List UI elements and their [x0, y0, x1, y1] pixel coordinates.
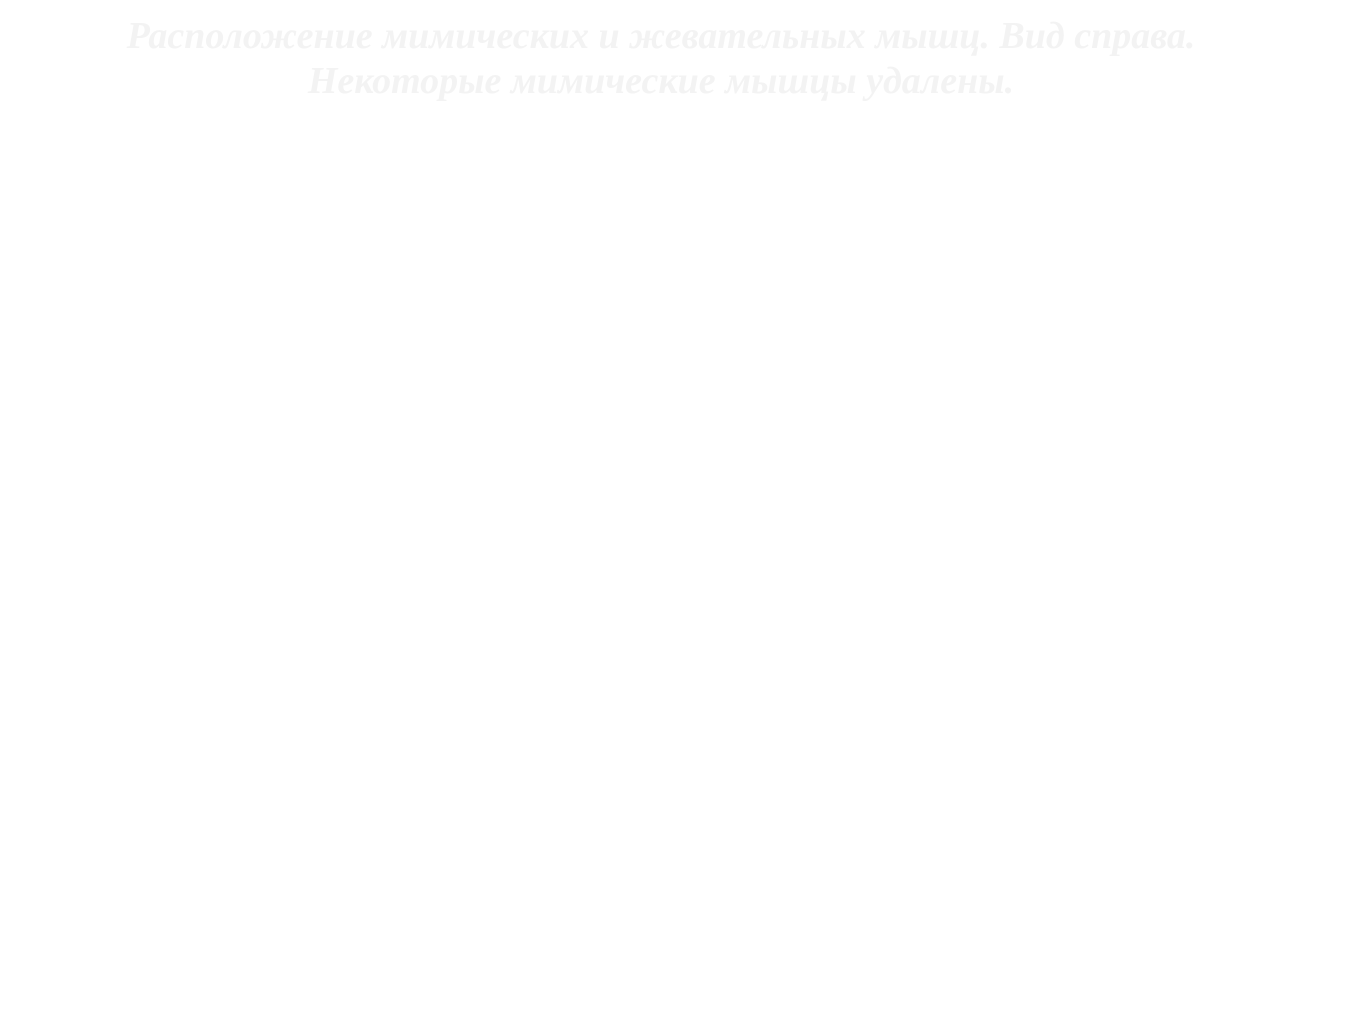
slide-title-line-2: Некоторые мимические мышцы удалены. — [307, 60, 1015, 102]
slide-title-line-1: Расположение мимических и жевательных мы… — [126, 15, 1196, 57]
slide-title: Расположение мимических и жевательных мы… — [0, 14, 1322, 104]
